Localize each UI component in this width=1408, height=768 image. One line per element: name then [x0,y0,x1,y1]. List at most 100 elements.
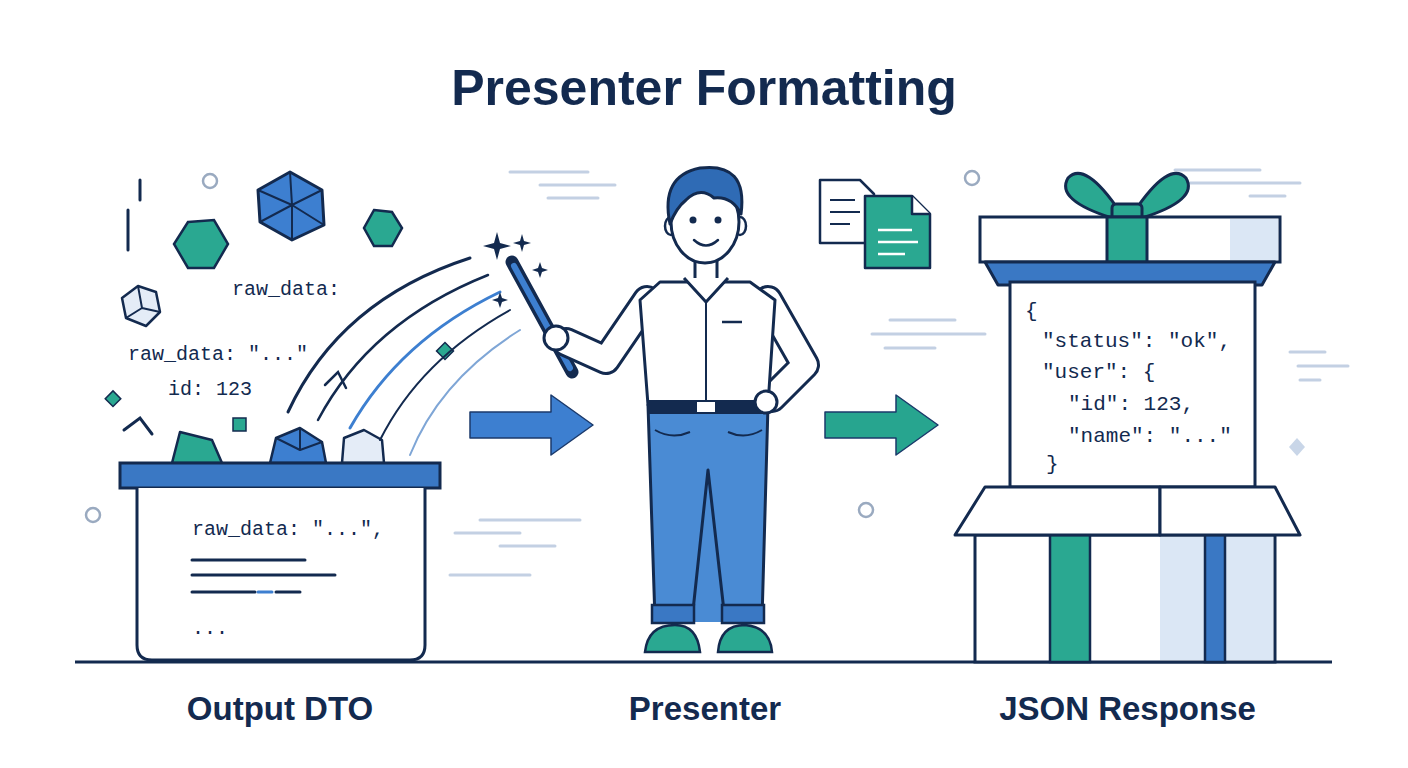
document-icon [830,200,860,224]
presenter-figure [668,167,742,224]
presenter-figure [544,326,568,350]
motion-dash [890,319,955,322]
presenter-figure [655,430,762,436]
stage-label: Output DTO [110,690,450,728]
blue-gem [258,172,324,240]
json-line: { [1025,300,1038,324]
motion-dash [1250,195,1285,198]
deco-stroke [139,180,142,200]
node-shape [110,455,450,730]
output-bin [120,463,440,488]
document-icon [912,196,930,214]
motion-dash [1175,169,1260,172]
bin-gem [342,430,384,463]
presenter-figure [718,625,772,652]
code-line: ... [192,617,228,641]
presenter-figure [722,605,764,623]
json-package: {"status": "ok","user": {"id": 123,"name… [950,160,1305,730]
bin-gem [172,432,222,463]
bin-gem [172,428,384,463]
flow-arrow [825,395,938,455]
presenter-figure [694,240,718,246]
motion-dash [540,184,615,187]
motion-dash [455,532,520,535]
motion-dash [1298,365,1348,368]
presenter-figure [648,400,768,414]
deco-circle [86,508,100,522]
stage-label: JSON Response [950,690,1305,728]
motion-dash [480,519,580,522]
motion-dash [1300,379,1320,382]
output-bin [120,463,440,660]
deco-square [233,418,246,431]
sparkle [492,292,508,308]
motion-dash [1190,182,1300,185]
output-bin [192,560,335,592]
deco-square [105,343,453,431]
deco-circle [859,503,873,517]
deco-circle [203,174,217,188]
motion-dash [548,197,598,200]
motion-dash [450,170,1348,575]
magic-swoosh [325,372,346,388]
presenter-figure [652,605,694,623]
motion-dash [510,171,588,174]
bin-gem [270,428,326,463]
gift-box [975,535,1275,662]
diagram-title: Presenter Formatting [0,58,1408,118]
output-bin [258,591,272,594]
magic-swoosh [380,310,510,440]
gift-box [955,487,1160,535]
presenter-figure [566,300,647,360]
deco-circle [965,171,979,185]
gift-box [1107,217,1147,262]
flow-arrow [470,395,593,455]
output-bin [137,488,425,660]
presenter-figure [648,405,768,620]
teal-hexagon [174,220,228,268]
teal-hexagon [174,210,402,268]
blue-gem [258,172,324,240]
teal-hexagon [364,210,402,246]
white-gem [122,286,160,326]
deco-square [105,391,121,407]
code-line: raw_data: "...", [192,518,384,542]
sparkle [513,234,531,252]
motion-dash [450,574,530,577]
white-gem [122,286,160,326]
deco-circle [86,171,979,522]
gift-box [980,217,1280,262]
json-line: } [1046,453,1059,477]
output-bin [192,591,255,594]
deco-diamond [1289,438,1305,456]
presenter-figure [645,625,700,652]
presenter-figure [755,391,777,413]
motion-dash [500,545,555,548]
data-field: raw_data: [232,278,340,302]
output-bin [276,591,300,594]
data-field: id: 123 [168,378,252,402]
stage-label: Presenter [605,690,805,728]
presenter-figure [684,278,728,302]
document-icon [865,196,930,268]
presenter-figure [690,217,697,224]
output-bin [192,559,305,562]
json-line: "id": 123, [1068,393,1194,417]
gift-box [1010,282,1255,487]
presenter-figure [715,217,722,224]
data-field: raw_data: "..." [128,343,308,367]
json-line: "status": "ok", [1042,330,1231,354]
gift-box [1230,219,1278,260]
deco-stroke [127,210,130,250]
json-line: "user": { [1042,361,1155,385]
document-icon [820,180,930,268]
magic-swoosh [318,275,488,420]
node-shape [605,160,805,730]
deco-stroke [124,418,152,434]
motion-dash [885,347,935,350]
presenter-figure [697,402,715,412]
presenter-figure [512,167,805,652]
dto-container: raw_data: "...",... Output DTO [110,455,450,730]
